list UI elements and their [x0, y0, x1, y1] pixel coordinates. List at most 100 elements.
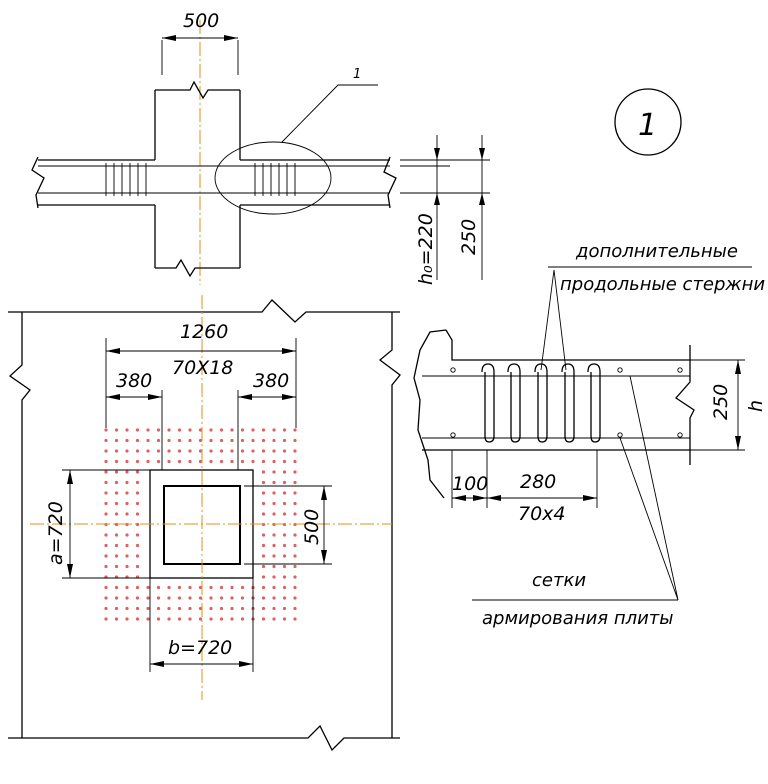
- callout-ellipse: [214, 141, 332, 215]
- column-width-label: 500: [183, 10, 219, 32]
- mesh-dot: [146, 459, 150, 464]
- arrow-icon: [150, 661, 164, 667]
- mesh-dot: [146, 617, 150, 621]
- section-height-dim: [690, 359, 745, 451]
- mesh-dot: [251, 438, 255, 443]
- mesh-dot: [240, 606, 245, 611]
- mesh-dot: [230, 438, 234, 443]
- side-a-label: a=720: [45, 501, 67, 565]
- mesh-dot: [282, 428, 287, 432]
- arrow-icon: [583, 495, 597, 501]
- mesh-dot: [219, 449, 224, 453]
- mesh-dot: [240, 438, 245, 443]
- mesh-dot: [135, 564, 140, 569]
- mesh-dot: [188, 428, 192, 432]
- mesh-dot: [198, 438, 203, 443]
- mesh-dot: [282, 449, 287, 453]
- mesh-dot: [272, 585, 276, 590]
- depth-dim-lines: [436, 135, 483, 280]
- mesh-dots: [104, 428, 297, 621]
- mesh-dot: [293, 491, 297, 495]
- mesh-dot: [209, 596, 213, 600]
- mesh-dot: [125, 617, 129, 621]
- stirrups-right: [254, 163, 296, 196]
- mesh-dot: [114, 564, 119, 569]
- side-a-dim: [62, 469, 150, 579]
- section-bottom-dims: [451, 450, 598, 508]
- mesh-dot: [104, 543, 108, 548]
- mesh-dot: [261, 480, 266, 485]
- mesh-dot: [293, 564, 297, 569]
- mesh-dot: [146, 596, 150, 600]
- additional-bars-label-2: продольные стержни: [560, 274, 765, 295]
- mesh-dot: [240, 585, 245, 590]
- mesh-dot: [146, 428, 150, 432]
- stirrups-left: [105, 163, 147, 196]
- arrow-icon: [67, 470, 73, 484]
- mesh-dot: [125, 585, 129, 590]
- mesh-dot: [272, 533, 276, 537]
- slab-break-right: [383, 156, 397, 209]
- mesh-dot: [177, 596, 182, 600]
- mesh-dot: [272, 438, 276, 443]
- mesh-dot: [125, 564, 129, 569]
- mesh-dot: [272, 575, 276, 579]
- mesh-dot: [188, 606, 192, 611]
- mesh-dot: [156, 438, 161, 443]
- mesh-dot: [293, 512, 297, 516]
- mesh-dot: [282, 480, 287, 485]
- mesh-dot: [219, 438, 224, 443]
- bar-zone-label: 280: [520, 471, 556, 493]
- mesh-dot: [293, 533, 297, 537]
- effective-depth-label: h₀=220: [415, 213, 437, 285]
- mesh-dot: [282, 606, 287, 611]
- mesh-dot: [135, 438, 140, 443]
- mesh-dot: [125, 512, 129, 516]
- arrow-icon: [282, 394, 296, 400]
- mesh-dot: [114, 438, 119, 443]
- mesh-dot: [104, 470, 108, 474]
- mesh-dot: [188, 585, 192, 590]
- callout-number: 1: [353, 67, 361, 82]
- mesh-dot: [177, 606, 182, 611]
- mesh-dot: [261, 585, 266, 590]
- mesh-dot: [261, 470, 266, 474]
- mesh-dot: [272, 554, 276, 558]
- mesh-dot: [114, 554, 119, 558]
- mesh-dot: [230, 606, 234, 611]
- mesh-dot: [114, 543, 119, 548]
- mesh-dot: [293, 470, 297, 474]
- mesh-dot: [272, 512, 276, 516]
- mesh-dot: [261, 501, 266, 506]
- mesh-dot: [209, 617, 213, 621]
- top-view: 1 500 h₀=220 250: [31, 10, 490, 285]
- mesh-dot: [261, 596, 266, 600]
- mesh-dot: [156, 606, 161, 611]
- mesh-dot: [135, 512, 140, 516]
- mesh-dot: [272, 606, 276, 611]
- mesh-dot: [135, 533, 140, 537]
- mesh-dot: [135, 501, 140, 506]
- mesh-width-label: 1260: [180, 321, 228, 343]
- right-offset-label: 380: [253, 370, 289, 392]
- mesh-dot: [135, 554, 140, 558]
- side-b-dim: [149, 578, 254, 672]
- mesh-dot: [293, 596, 297, 600]
- mesh-dot: [272, 459, 276, 464]
- mesh-dot: [177, 428, 182, 432]
- mesh-dot: [135, 480, 140, 485]
- mesh-dot: [282, 596, 287, 600]
- mesh-dot: [293, 459, 297, 464]
- mesh-dot: [261, 459, 266, 464]
- mesh-dot: [251, 449, 255, 453]
- mesh-dot: [230, 617, 234, 621]
- mesh-dot: [198, 428, 203, 432]
- mesh-dot: [293, 617, 297, 621]
- section-height-symbol: h: [745, 400, 767, 412]
- mesh-dot: [240, 596, 245, 600]
- mesh-dot: [125, 491, 129, 495]
- mesh-dot: [167, 428, 171, 432]
- mesh-dot: [209, 606, 213, 611]
- arrow-icon: [434, 148, 440, 160]
- mesh-dot: [125, 428, 129, 432]
